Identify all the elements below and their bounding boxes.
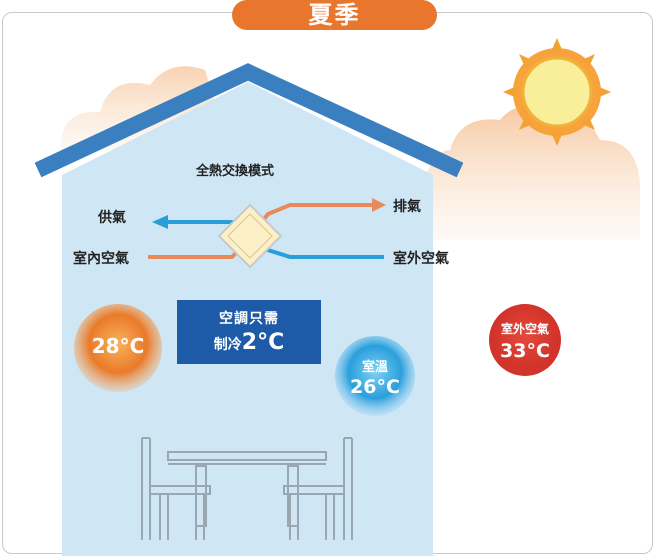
room-temp-label: 室溫 [361,360,388,375]
mode-title: 全熱交換模式 [196,164,275,179]
supply-air-label: 供氣 [98,210,126,226]
indoor-warm-circle [74,304,162,392]
outdoor-temp-value: 33°C [500,340,550,362]
info-prefix: 制冷 [213,337,242,353]
sun-icon [503,38,611,146]
outdoor-air-label: 室外空氣 [393,251,449,267]
indoor-temp-value: 28°C [91,334,145,358]
chair-icon [141,437,211,540]
chair-icon [283,437,353,540]
room-temp-circle [335,336,415,416]
cooling-info-box: 空調只需 制冷2°C [177,300,321,364]
outdoor-temp-circle [489,304,561,376]
heat-exchanger-icon [217,203,283,269]
info-line1: 空調只需 [219,311,279,327]
exhaust-air-label: 排氣 [393,199,421,215]
info-value: 2°C [241,330,285,355]
room-temp-value: 26°C [350,376,400,398]
indoor-air-label: 室內空氣 [73,251,129,267]
season-tab: 夏季 [232,0,437,30]
info-line2: 制冷2°C [177,330,321,355]
outdoor-temp-label: 室外空氣 [500,322,549,336]
cloud-icon [420,106,640,240]
